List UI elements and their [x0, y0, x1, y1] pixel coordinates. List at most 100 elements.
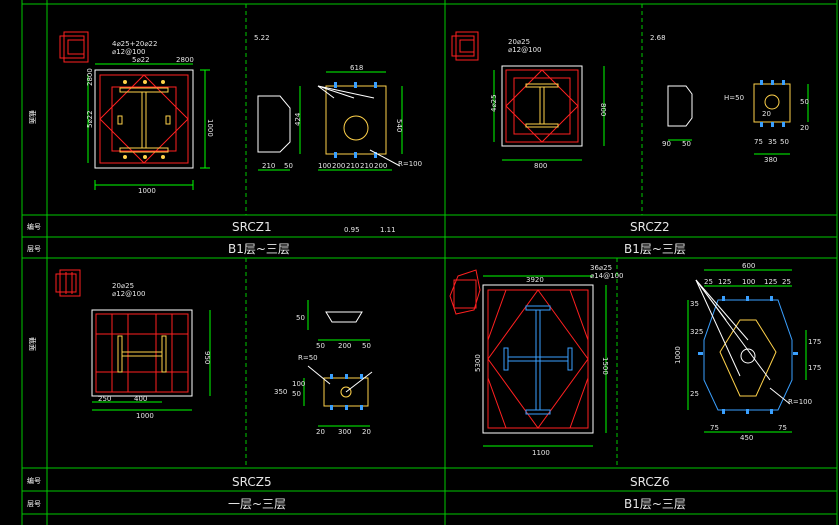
elevation: 5.22	[254, 34, 270, 42]
leader-lines	[307, 365, 373, 393]
panel-srcz1: 1000 1000 2800 2800 5⌀22 4⌀25+20⌀22 ⌀12@…	[59, 31, 422, 195]
table-grid	[21, 0, 838, 525]
plate-studs	[334, 82, 377, 158]
steel-section	[503, 305, 573, 415]
dim-b3: 380	[764, 156, 777, 164]
dim-b6: 50	[780, 138, 789, 146]
panel-srcz2: 800 800 20⌀25 ⌀12@100 4⌀25 2.68 H=50 20 …	[451, 31, 809, 170]
steel-section	[525, 83, 559, 128]
dim-b1: 75	[710, 424, 719, 432]
end-plate-shape	[257, 95, 291, 153]
rebar-tie: ⌀12@100	[112, 48, 145, 56]
dim-s1: 50	[296, 314, 305, 322]
side-label-section-1: 截面	[28, 110, 37, 124]
hole	[340, 386, 352, 398]
leader-lines	[695, 279, 791, 405]
panel-name-srcz2: SRCZ2	[630, 220, 670, 234]
panel-srcz5: 1000 950 250 400 20⌀25 ⌀12@100 R=50 50 5…	[55, 269, 373, 436]
dim-b2: 50	[682, 140, 691, 148]
panel-floors-srcz1: B1层~三层	[228, 242, 290, 256]
dim-v2: 20	[800, 124, 809, 132]
dim-b4: 200	[332, 162, 345, 170]
dim-b3: 20	[362, 428, 371, 436]
dim-t1: 25	[704, 278, 713, 286]
rebar-ties	[487, 289, 589, 429]
dim-side1: 175	[808, 338, 821, 346]
key-plan-icon-4	[449, 269, 481, 315]
dim-r50: R=50	[298, 354, 318, 362]
dim-height: 800	[599, 103, 607, 116]
rebar-long: 4⌀25+20⌀22	[112, 40, 157, 48]
panel-name-srcz6: SRCZ6	[630, 475, 670, 489]
steel-inner	[719, 319, 777, 397]
rebar-long: 20⌀25	[112, 282, 134, 290]
dim-b1: 210	[262, 162, 275, 170]
note-095: 0.95	[344, 226, 360, 234]
dim-radius: R=100	[398, 160, 422, 168]
panel-srcz6: 1100 1500 5300 3920 36⌀25 ⌀14@100 600 25…	[449, 262, 821, 457]
dim-b7: 200	[374, 162, 387, 170]
dim-v4: 1000	[674, 346, 682, 364]
dim-left: 5300	[474, 354, 482, 372]
dim-b4: 75	[754, 138, 763, 146]
dim-t5: 25	[782, 278, 791, 286]
dim-b1: 20	[316, 428, 325, 436]
dim-height: 950	[203, 351, 211, 364]
hole	[740, 348, 756, 364]
dim-r100: R=100	[788, 398, 812, 406]
dim-b3: 100	[318, 162, 331, 170]
dim-v2: 50	[292, 390, 301, 398]
dim-b5: 210	[346, 162, 359, 170]
column-outline	[91, 309, 193, 397]
dim-b2: 300	[338, 428, 351, 436]
dimension-lines	[483, 275, 607, 447]
top-label: 3920	[526, 276, 544, 284]
dim-steel-h1: 540	[395, 119, 403, 132]
hole	[764, 94, 780, 110]
dim-width: 1000	[138, 187, 156, 195]
dim-mid: 400	[134, 395, 147, 403]
plate-studs	[698, 296, 798, 414]
side-label-floor-2: 层号	[27, 500, 41, 508]
steel-studs	[123, 80, 165, 159]
panel-floors-srcz6: B1层~三层	[624, 497, 686, 511]
panel-name-srcz1: SRCZ1	[232, 220, 272, 234]
leader-lines	[317, 85, 401, 167]
side-label-number-1: 编号	[27, 222, 41, 231]
note-111: 1.11	[380, 226, 396, 234]
detail-dims	[687, 269, 807, 433]
dim-v3: 25	[690, 390, 699, 398]
dim-t4: 125	[764, 278, 777, 286]
rebar-tie: ⌀12@100	[508, 46, 541, 54]
side-label-floor-1: 层号	[27, 245, 41, 253]
dim-t3: 100	[742, 278, 755, 286]
dim-height: 1500	[601, 357, 609, 375]
key-plan-icon-2	[451, 31, 479, 61]
panel-floors-srcz5: 一层~三层	[228, 497, 286, 511]
end-plate-shape	[325, 311, 363, 323]
steel-plate-detail	[753, 83, 791, 123]
rebar-tie: ⌀14@100	[590, 272, 623, 280]
dim-steel-h2: 424	[294, 112, 302, 126]
elevation: 2.68	[650, 34, 666, 42]
dim-width: 1100	[532, 449, 550, 457]
dim-height: 1000	[206, 119, 214, 137]
detail-dims	[668, 84, 809, 155]
rebar-long: 20⌀25	[508, 38, 530, 46]
dim-side2: 175	[808, 364, 821, 372]
dim-r20: 20	[762, 110, 771, 118]
dim-s3: 200	[338, 342, 351, 350]
plate-studs	[330, 374, 363, 410]
end-plate-shape	[667, 85, 693, 127]
column-outline	[94, 69, 194, 169]
dimension-lines	[92, 310, 211, 411]
hexagon-plate	[703, 299, 793, 411]
rebar-side: 4⌀25	[490, 94, 498, 112]
rebar-side-top: 5⌀22	[132, 56, 150, 64]
dim-steel-w: 618	[350, 64, 363, 72]
dim-top-right: 2800	[176, 56, 194, 64]
dim-s4: 50	[362, 342, 371, 350]
rebar-long: 36⌀25	[590, 264, 612, 272]
dim-b1: 90	[662, 140, 671, 148]
